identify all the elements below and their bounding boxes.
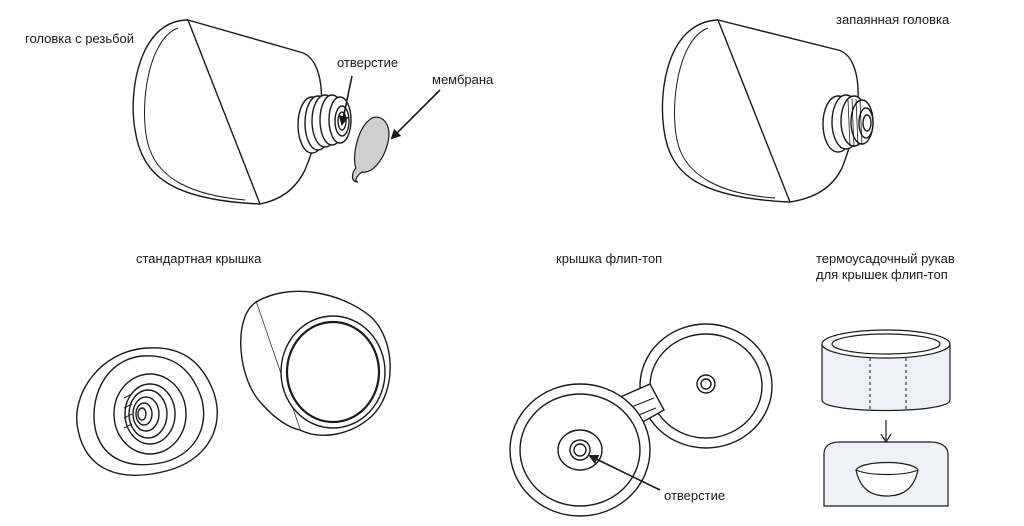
- label-membrane: мембрана: [432, 72, 494, 87]
- shrink-sleeve: [821, 329, 951, 412]
- threaded-head-tube: [132, 18, 352, 205]
- label-threaded-head: головка с резьбой: [25, 31, 135, 46]
- membrane-arrow: [390, 89, 441, 140]
- label-flip-top-cap: крышка флип-топ: [556, 251, 663, 266]
- flip-top-cap-with-sleeve: [823, 441, 949, 507]
- label-standard-cap: стандартная крышка: [136, 251, 262, 266]
- label-opening-bottom: отверстие: [664, 488, 726, 503]
- standard-cap-closed: [240, 290, 391, 436]
- standard-cap-open: [76, 347, 218, 476]
- pointer-arrows: [338, 75, 661, 491]
- flip-top-cap: [509, 323, 773, 517]
- label-shrink-sleeve-line2: для крышек флип-топ: [816, 267, 948, 282]
- sleeve-down-arrow: [880, 420, 892, 444]
- label-shrink-sleeve-line1: термоусадочный рукав: [816, 251, 955, 266]
- opening-bottom-arrow: [588, 454, 661, 491]
- label-sealed-head: запаянная головка: [836, 12, 950, 27]
- membrane-disc: [351, 116, 390, 183]
- opening-top-arrow: [338, 75, 353, 126]
- sealed-head-tube: [661, 18, 874, 203]
- label-shrink-sleeve: термоусадочный рукав для крышек флип-топ: [816, 251, 955, 283]
- label-opening-top: отверстие: [337, 55, 399, 70]
